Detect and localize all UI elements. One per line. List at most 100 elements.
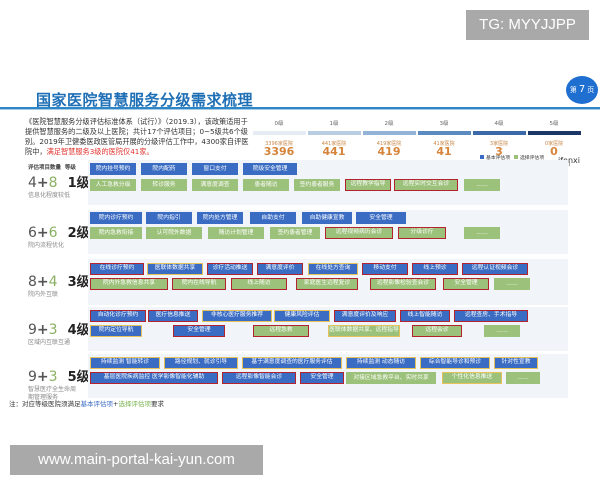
assessment-item-tag: 院内在线导航 — [172, 278, 226, 290]
assessment-item-tag: 安全管理 — [173, 325, 225, 337]
assessment-item-tag: 满意度评价 — [257, 263, 303, 275]
assessment-item-tag: 医疗信息推送 — [148, 310, 198, 322]
scale-count-label: 0家医院 — [544, 141, 564, 147]
assessment-item-tag: …… — [494, 278, 530, 290]
level-name: 1级 — [67, 176, 90, 191]
basic-count: 6 — [28, 225, 37, 241]
level-panel: 自动化诊疗预约医疗信息推送非核心医疗服务推荐健康风险评估满意度评价及响应线上智能… — [88, 307, 568, 351]
assessment-item-tag: 患者随访 — [243, 179, 289, 191]
scale-count: 41 — [436, 145, 452, 158]
plus-sign: + — [36, 274, 49, 290]
level-description: 区域内互联互通 — [28, 339, 71, 346]
level-panel: 在线诊疗预约医联体数据共享诊疗活动推送满意度评价在线处方查询移动支付线上预诊远程… — [88, 259, 568, 305]
level-description: 院内外互联 — [28, 291, 59, 298]
scale-level-label: 0级 — [274, 121, 284, 127]
row-score: 6+6 2级 — [28, 222, 90, 241]
scale-count-label: 441家医院 — [321, 141, 347, 147]
scale-count: 0 — [550, 145, 558, 158]
assessment-item-tag: 远程影像检验查会诊 — [370, 278, 436, 290]
assessment-item-tag: 院内急救衔接 — [90, 227, 142, 239]
basic-count: 9 — [28, 369, 37, 385]
basic-count: 8 — [28, 274, 37, 290]
table-header: 评估项目数量 等级 — [28, 163, 76, 171]
legend-row: 基本评估项选择评估项 — [480, 155, 570, 162]
assessment-item-tag: 线上智能随访 — [400, 310, 450, 322]
plus-sign: + — [36, 225, 49, 241]
intro-body: 《医院智慧服务分级评估标准体系（试行）》（2019.3），该政策适用于提供智慧服… — [25, 117, 249, 156]
watermark-top: TG: MYYJJPP — [466, 10, 589, 40]
legend-label: 基本评估项 — [486, 155, 510, 161]
assessment-item-tag: 院内外急救信息共享 — [90, 278, 168, 290]
level-header: 等级 — [64, 165, 76, 171]
scale-count-label: 41家医院 — [433, 141, 455, 147]
page-number: 7 — [578, 84, 586, 95]
basic-count: 4 — [28, 175, 37, 191]
assessment-item-tag: 线上预诊 — [412, 263, 458, 275]
assessment-item-tag: 诊疗活动推送 — [207, 263, 253, 275]
assessment-item-tag: 签约患者管理 — [270, 227, 320, 239]
footnote-basic: 基本评估项 — [80, 400, 114, 408]
assessment-item-tag: 线上随访 — [231, 278, 287, 290]
scale-bar-segment — [418, 131, 471, 135]
scale-level-label: 5级 — [549, 121, 559, 127]
assessment-item-tag: 分级诊疗 — [398, 227, 446, 239]
assessment-item-tag: 持续监测 智能转诊 — [90, 357, 160, 369]
legend-swatch — [480, 155, 484, 159]
select-count: 4 — [48, 274, 58, 290]
assessment-item-tag: 院内诊疗预约 — [90, 212, 142, 224]
level-name: 3级 — [67, 275, 90, 290]
assessment-item-tag: 远程认证视频会诊 — [462, 263, 528, 275]
scale-bar-segment — [363, 131, 416, 135]
assessment-item-tag: 基层医院疾病监控 医学影像智能化辅助 — [90, 372, 218, 384]
footnote: 注：对应等级医院须满足基本评估项+选择评估项要求 — [9, 398, 164, 408]
row-label-level-3: 8+4 3级院内外互联 — [28, 271, 90, 299]
plus-sign: + — [36, 175, 49, 191]
scale-level-label: 2级 — [384, 121, 394, 127]
assessment-item-tag: 认可院外数据 — [146, 227, 202, 239]
assessment-item-tag: 满意度调查 — [192, 179, 238, 191]
scale-count-label: 3396家医院 — [265, 141, 293, 147]
footnote-select: 选择评估项 — [118, 400, 151, 408]
assessment-item-tag: 安全管理 — [300, 372, 344, 384]
level-panel: 院内诊疗预约院内指引院内处方管理自助支付自助健康宣教安全管理院内急救衔接认可院外… — [88, 210, 568, 254]
level-description: 智慧医疗全生命周期管理服务 — [28, 386, 77, 401]
select-count: 3 — [48, 322, 58, 338]
assessment-item-tag: 远程会诊 — [412, 325, 462, 337]
assessment-item-tag: 远程影像智能会诊 — [222, 372, 296, 384]
assessment-item-tag: 签约患者服务 — [294, 179, 340, 191]
scale-count-label: 419家医院 — [376, 141, 402, 147]
assessment-item-tag: 安全管理 — [356, 212, 406, 224]
assessment-item-tag: 院级安全管理 — [243, 163, 297, 175]
select-count: 6 — [48, 225, 58, 241]
row-score: 8+4 3级 — [28, 271, 90, 290]
scale-count: 3396 — [263, 145, 295, 158]
plus-sign: + — [36, 369, 49, 385]
footnote-suffix: 要求 — [150, 400, 164, 408]
title-divider — [0, 107, 600, 109]
scale-level-label: 1级 — [329, 121, 339, 127]
assessment-item-tag: …… — [464, 227, 500, 239]
assessment-item-tag: 院内挂号预约 — [90, 163, 136, 175]
scale-count: 3 — [495, 145, 503, 158]
page-title: 国家医院智慧服务分级需求梳理 — [36, 91, 254, 109]
scale-count-label: 3家医院 — [489, 141, 509, 147]
assessment-item-tag: 院内指引 — [146, 212, 192, 224]
legend-swatch — [514, 155, 518, 159]
footnote-plus: + — [113, 400, 119, 408]
scale-bar-segment — [473, 131, 526, 135]
page-suffix: 页 — [587, 86, 595, 94]
title-divider-light — [0, 109, 600, 110]
scale-count: 419 — [377, 145, 401, 158]
scale-level-label: 4级 — [494, 121, 504, 127]
items-count-header: 评估项目数量 — [28, 165, 62, 171]
level-name: 2级 — [67, 226, 90, 241]
assessment-item-tag: 远程实时交互会诊 — [394, 179, 458, 191]
assessment-item-tag: 窗口支付 — [192, 163, 238, 175]
level-description: 信息化程度较低 — [28, 192, 71, 199]
level-panel: 持续监测 智能转诊路径规划、就诊引导基于满意度调查的医疗服务评估持续监测 动态随… — [88, 354, 568, 398]
